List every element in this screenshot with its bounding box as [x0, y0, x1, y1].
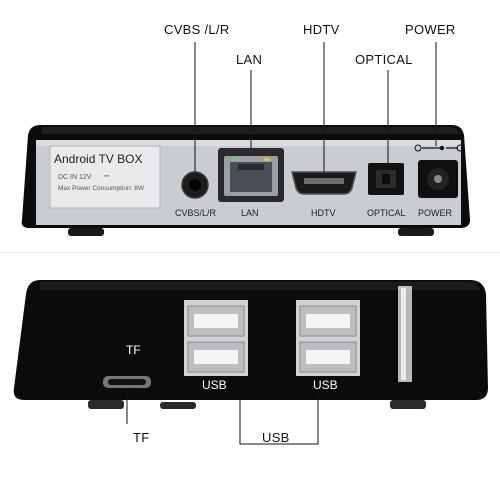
callout-optical: OPTICAL	[355, 52, 413, 67]
callout-cvbs: CVBS /L/R	[164, 22, 230, 37]
rubber-foot	[398, 228, 434, 236]
callout-power: POWER	[405, 22, 456, 37]
side-panel-illustration	[13, 280, 488, 445]
label-plate	[49, 145, 161, 209]
plate-dc-in: DC IN 12V	[58, 174, 92, 181]
rubber-foot	[88, 400, 124, 409]
port-label-optical: OPTICAL	[367, 208, 406, 218]
port-label-lan: LAN	[241, 208, 259, 218]
usb-left-label: USB	[202, 378, 227, 392]
usb-port-pair-right-icon	[296, 300, 360, 376]
callout-hdtv: HDTV	[303, 22, 340, 37]
usb-port-pair-left-icon	[184, 300, 248, 376]
section-divider	[0, 252, 500, 253]
hdmi-port-icon	[291, 171, 357, 195]
optical-port-icon	[368, 163, 404, 195]
device-shell-side	[13, 280, 488, 400]
tf-card-slot-icon	[103, 376, 151, 388]
tf-inline-label: TF	[126, 343, 141, 357]
callout-usb: USB	[262, 430, 290, 445]
usb-right-label: USB	[313, 378, 338, 392]
callout-lan: LAN	[236, 52, 263, 67]
port-label-cvbs: CVBS/L/R	[175, 208, 217, 218]
callout-tf: TF	[133, 430, 150, 445]
rubber-foot	[390, 400, 426, 409]
power-jack-icon	[414, 144, 464, 198]
rubber-foot	[68, 228, 104, 236]
rear-panel-illustration	[21, 42, 471, 236]
port-label-power: POWER	[418, 208, 453, 218]
dc-symbol-icon: ⎓	[104, 173, 110, 180]
plate-title: Android TV BOX	[54, 152, 143, 166]
plate-max-power: Max Power Consumption: 8W	[58, 185, 144, 192]
lan-port-icon	[218, 148, 284, 202]
port-label-hdtv: HDTV	[311, 208, 336, 218]
